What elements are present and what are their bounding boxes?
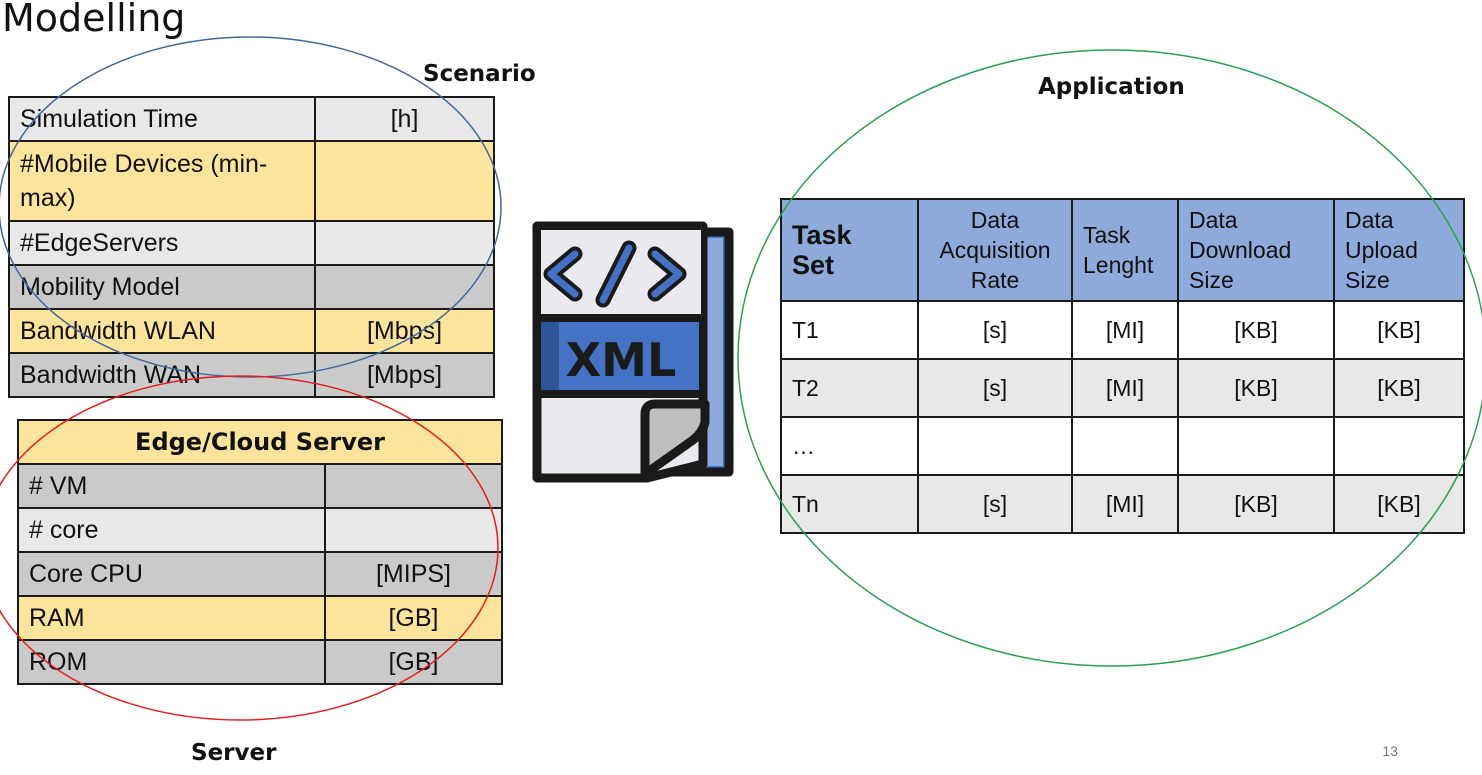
task-table: Task Set Data Acquisition Rate Task Leng… [780,198,1465,534]
server-param-value: [GB] [324,595,503,641]
table-cell: T1 [780,300,919,360]
table-row: RAM [GB] [17,595,503,641]
table-header-row: Edge/Cloud Server [17,419,503,465]
scenario-param-label: Bandwidth WAN [8,352,316,398]
scenario-param-value: [Mbps] [314,308,495,354]
scenario-param-label: Bandwidth WLAN [8,308,316,354]
table-row: #Mobile Devices (min-max) [8,140,495,222]
table-cell: T2 [780,358,919,418]
scenario-param-value: [Mbps] [314,352,495,398]
application-label: Application [1038,74,1185,100]
column-header-text: Task Lenght [1083,222,1154,278]
column-header-text: Data Acquisition Rate [939,207,1051,293]
table-header-row: Task Set Data Acquisition Rate Task Leng… [780,198,1465,302]
table-cell: [KB] [1177,300,1335,360]
scenario-param-value: [h] [314,96,495,142]
table-cell: [KB] [1333,358,1465,418]
table-row: T2 [s] [MI] [KB] [KB] [780,358,1465,418]
table-row: # VM [17,463,503,509]
table-cell: [KB] [1333,474,1465,534]
table-cell: [s] [917,358,1073,418]
table-cell: Tn [780,474,919,534]
page-title: Modelling [2,0,186,40]
table-cell: … [780,416,919,476]
column-header-acquisition-rate: Data Acquisition Rate [917,198,1073,302]
table-cell [1071,416,1179,476]
table-cell: [s] [917,474,1073,534]
table-cell: [MI] [1071,474,1179,534]
table-row: T1 [s] [MI] [KB] [KB] [780,300,1465,360]
table-row: ROM [GB] [17,639,503,685]
column-header-upload-size: Data Upload Size [1333,198,1465,302]
table-cell [1177,416,1335,476]
column-header-task-length: Task Lenght [1071,198,1179,302]
xml-file-icon: XML [532,221,734,483]
scenario-param-value [314,220,495,266]
scenario-label: Scenario [423,61,536,87]
column-header-download-size: Data Download Size [1177,198,1335,302]
scenario-param-value [314,140,495,222]
scenario-table: Simulation Time [h] #Mobile Devices (min… [8,96,495,398]
table-cell: [KB] [1177,358,1335,418]
server-param-value: [MIPS] [324,551,503,597]
table-row: Mobility Model [8,264,495,310]
column-header-text: Data Download Size [1189,207,1292,293]
server-param-label: # VM [17,463,326,509]
table-row: … [780,416,1465,476]
table-row: # core [17,507,503,553]
server-param-label: Core CPU [17,551,326,597]
table-cell: [MI] [1071,300,1179,360]
table-row: Core CPU [MIPS] [17,551,503,597]
table-cell: [KB] [1177,474,1335,534]
column-header-text: Task Set [792,220,852,280]
table-cell [917,416,1073,476]
scenario-param-label: Simulation Time [8,96,316,142]
table-row: Bandwidth WAN [Mbps] [8,352,495,398]
server-param-value [324,507,503,553]
server-param-label: # core [17,507,326,553]
table-cell [1333,416,1465,476]
column-header-text: Data Upload Size [1345,207,1418,293]
scenario-param-label: #EdgeServers [8,220,316,266]
server-param-value [324,463,503,509]
server-param-label: RAM [17,595,326,641]
table-cell: [s] [917,300,1073,360]
column-header-task-set: Task Set [780,198,919,302]
table-cell: [MI] [1071,358,1179,418]
server-param-value: [GB] [324,639,503,685]
server-label: Server [191,740,277,766]
scenario-param-value [314,264,495,310]
scenario-param-label: Mobility Model [8,264,316,310]
table-cell: [KB] [1333,300,1465,360]
server-table: Edge/Cloud Server # VM # core Core CPU [… [17,419,503,685]
xml-text: XML [566,333,677,387]
table-row: Tn [s] [MI] [KB] [KB] [780,474,1465,534]
table-row: Bandwidth WLAN [Mbps] [8,308,495,354]
page-number: 13 [1382,743,1398,759]
table-row: Simulation Time [h] [8,96,495,142]
server-param-label: ROM [17,639,326,685]
server-table-header: Edge/Cloud Server [17,419,503,465]
table-row: #EdgeServers [8,220,495,266]
scenario-param-label: #Mobile Devices (min-max) [8,140,316,222]
